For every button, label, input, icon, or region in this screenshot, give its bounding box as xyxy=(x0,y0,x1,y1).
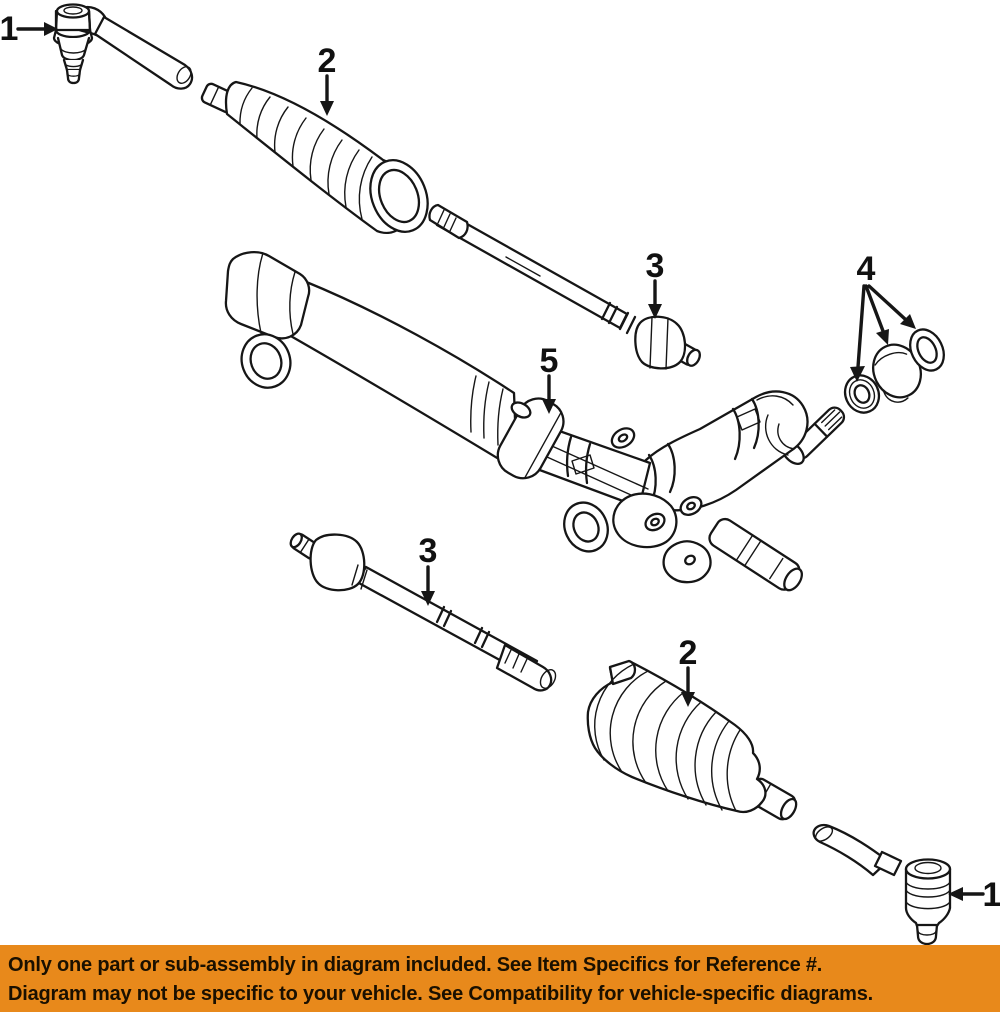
disclaimer-line-2: Diagram may not be specific to your vehi… xyxy=(8,983,874,1005)
callout-arrowhead xyxy=(542,399,556,414)
seal-kit-group xyxy=(843,328,945,414)
inner-tie-rod-lower-socket xyxy=(309,533,368,592)
inner-tie-rod-upper-socket xyxy=(634,315,701,370)
parts-diagram: 1 2 3 4 5 3 xyxy=(0,3,1000,945)
callout-arrowhead xyxy=(421,591,435,606)
callout-3-lower: 3 xyxy=(419,532,438,606)
inner-tie-rod-lower xyxy=(289,532,557,692)
dust-cup-seal xyxy=(872,343,922,403)
callout-arrowhead xyxy=(948,887,963,901)
callout-label: 1 xyxy=(0,10,18,48)
callout-2-upper: 2 xyxy=(318,42,337,116)
mounting-bushing-left xyxy=(240,333,292,389)
callout-label: 4 xyxy=(857,250,876,288)
callout-arrowhead xyxy=(320,101,334,116)
callout-arrowhead xyxy=(44,22,58,36)
diagram-canvas: 1 2 3 4 5 3 xyxy=(0,3,1000,945)
callout-label: 3 xyxy=(646,247,665,285)
callout-5-assembly: 5 xyxy=(540,342,559,414)
steering-boot-upper xyxy=(200,80,429,234)
rack-tube xyxy=(280,279,565,480)
callout-3-upper: 3 xyxy=(646,247,665,319)
rack-tube-end-cap xyxy=(224,251,311,340)
rack-output-shaft xyxy=(708,517,803,592)
callout-1-bottom-right: 1 xyxy=(948,876,1000,914)
disclaimer-line-1: Only one part or sub-assembly in diagram… xyxy=(8,954,823,976)
callout-label: 3 xyxy=(419,532,438,570)
retaining-ring xyxy=(909,328,945,372)
steering-boot-lower xyxy=(586,659,798,821)
seal-washer-small xyxy=(843,374,881,414)
rack-and-pinion-assembly xyxy=(224,251,846,592)
callout-1-top-left: 1 xyxy=(0,10,58,48)
callout-label: 2 xyxy=(318,42,337,80)
callout-arrow xyxy=(867,284,907,321)
mounting-bushing-right xyxy=(563,501,609,553)
callout-arrow xyxy=(856,284,866,369)
callout-label: 1 xyxy=(983,876,1000,914)
gear-housing xyxy=(635,390,809,512)
mounting-bracket xyxy=(610,427,712,584)
callout-arrowhead xyxy=(900,314,916,329)
callout-2-lower: 2 xyxy=(679,634,698,707)
callout-label: 2 xyxy=(679,634,698,672)
callout-arrowhead xyxy=(648,304,662,319)
callout-arrowhead xyxy=(681,692,695,707)
outer-tie-rod-end-bottom-right xyxy=(812,823,952,945)
disclaimer-banner: Only one part or sub-assembly in diagram… xyxy=(0,945,1000,1012)
callout-arrow xyxy=(864,284,885,333)
callouts: 1 2 3 4 5 3 xyxy=(0,10,1000,914)
outer-tie-rod-end-top-left xyxy=(52,3,194,90)
callout-4-seals: 4 xyxy=(850,250,916,382)
inner-tie-rod-upper xyxy=(428,203,701,370)
callout-label: 5 xyxy=(540,342,559,380)
callout-arrowhead xyxy=(876,329,889,345)
callout-arrowhead xyxy=(850,366,865,382)
